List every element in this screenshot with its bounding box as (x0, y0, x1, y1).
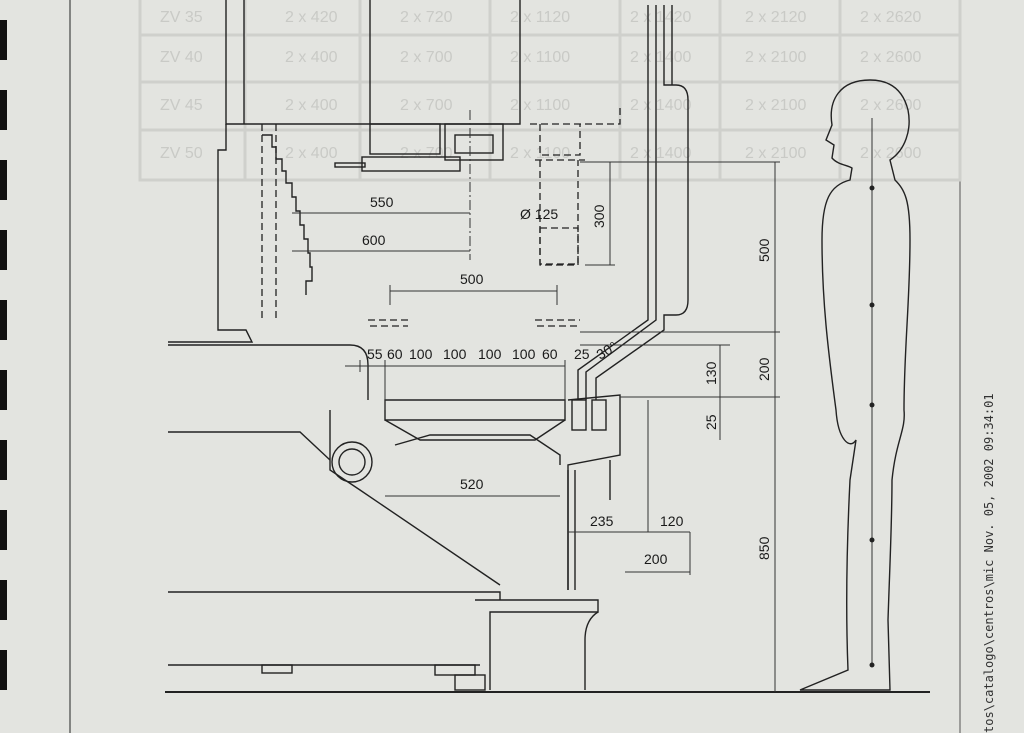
table-cell: 2 x 720 (400, 9, 453, 26)
table-cell: 2 x 1420 (630, 9, 691, 26)
slot-dim: 100 (478, 346, 502, 362)
table-cell: ZV 50 (160, 145, 203, 162)
dim-130: 130 (703, 361, 719, 385)
table-cell: 2 x 2100 (745, 97, 806, 114)
table-cell: 2 x 2120 (745, 9, 806, 26)
dim-diameter-125: Ø 125 (520, 206, 558, 222)
slot-dim: 25 (574, 346, 590, 362)
table-cell: 2 x 700 (400, 49, 453, 66)
dim-200-horizontal: 200 (644, 551, 668, 567)
slot-dim: 55 (367, 346, 383, 362)
slot-dim: 60 (542, 346, 558, 362)
table-cell: 2 x 420 (285, 9, 338, 26)
file-path-timestamp: tos\catalogo\centros\mic Nov. 05, 2002 0… (982, 393, 996, 733)
dim-300: 300 (591, 204, 607, 228)
table-cell: 2 x 1400 (630, 145, 691, 162)
table-cell: 2 x 400 (285, 49, 338, 66)
table-cell: ZV 45 (160, 97, 203, 114)
dim-500-vertical: 500 (756, 238, 772, 262)
table-cell: 2 x 2100 (745, 145, 806, 162)
slot-dim: 100 (443, 346, 467, 362)
table-cell: 2 x 2620 (860, 9, 921, 26)
table-cell: 2 x 1400 (630, 49, 691, 66)
table-cell: 2 x 2100 (745, 49, 806, 66)
dim-500-horizontal: 500 (460, 271, 484, 287)
dim-550: 550 (370, 194, 394, 210)
dim-200-vertical: 200 (756, 357, 772, 381)
dim-850: 850 (756, 536, 772, 560)
table-cell: 2 x 1120 (510, 9, 570, 26)
binding-holes (0, 20, 7, 690)
slot-dim: 100 (409, 346, 433, 362)
slot-dim: 60 (387, 346, 403, 362)
dim-25-vertical: 25 (703, 414, 719, 430)
slot-dim: 100 (512, 346, 536, 362)
table-cell: 2 x 1100 (510, 49, 570, 66)
table-cell: 2 x 2600 (860, 97, 921, 114)
dim-520: 520 (460, 476, 484, 492)
table-cell: 2 x 400 (285, 145, 338, 162)
machine-body (165, 0, 930, 693)
table-cell: 2 x 2600 (860, 145, 921, 162)
dim-angle-30: 30° (594, 338, 620, 362)
dim-120: 120 (660, 513, 684, 529)
table-cell: 2 x 2600 (860, 49, 921, 66)
dimension-lines (292, 161, 780, 692)
background-table (138, 0, 962, 182)
table-cell: 2 x 400 (285, 97, 338, 114)
table-cell: ZV 35 (160, 9, 203, 26)
dimension-labels: 550 600 500 Ø 125 300 500 200 130 25 850… (362, 194, 772, 567)
human-figure (799, 79, 911, 691)
table-cell: 2 x 700 (400, 97, 453, 114)
background-table-text: ZV 35 2 x 420 2 x 720 2 x 1120 2 x 1420 2 x 2… (160, 9, 921, 162)
dim-600: 600 (362, 232, 386, 248)
table-cell: 2 x 1400 (630, 97, 691, 114)
table-cell: 2 x 1100 (510, 145, 570, 162)
table-cell: ZV 40 (160, 49, 203, 66)
dim-235: 235 (590, 513, 614, 529)
table-cell: 2 x 1100 (510, 97, 570, 114)
